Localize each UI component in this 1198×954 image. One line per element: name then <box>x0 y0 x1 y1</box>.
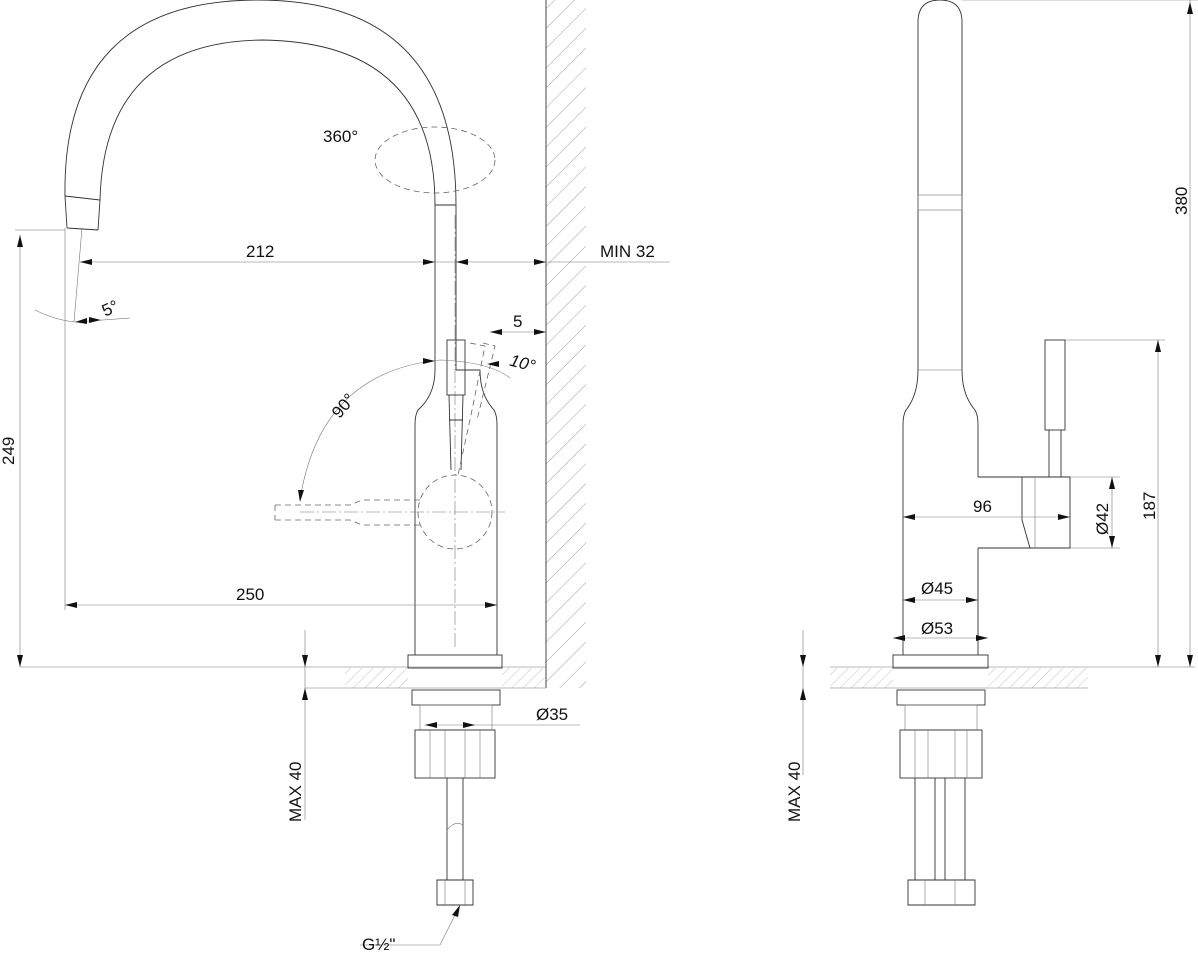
deck-thickness-label: MAX 40 <box>286 762 305 822</box>
overall-height-label: 380 <box>1172 187 1191 215</box>
faucet-body-side <box>892 0 1071 669</box>
installation-parts <box>411 689 501 906</box>
faucet-body <box>407 215 503 669</box>
countertop-side <box>830 666 1195 689</box>
spout-height-label: 249 <box>0 437 18 465</box>
lever-offset-label: 5 <box>513 312 522 331</box>
handle-diameter-label: Ø42 <box>1093 503 1112 535</box>
wall-distance-label: MIN 32 <box>600 242 655 261</box>
connection-label: G½" <box>362 935 395 954</box>
spout <box>64 0 457 370</box>
overall-reach-label: 250 <box>236 585 264 604</box>
front-view: 360° 212 MIN 32 5° 5 10° 90° 249 250 Ø35… <box>0 0 670 954</box>
installation-parts-side <box>896 689 986 906</box>
dimensions-front <box>15 227 670 946</box>
swivel-indicator <box>374 126 496 194</box>
lever <box>274 339 505 550</box>
deck-thickness-side-label: MAX 40 <box>785 762 804 822</box>
wall <box>545 0 586 688</box>
shank-diameter-label: Ø35 <box>536 705 568 724</box>
spout-angle-label: 5° <box>99 296 122 320</box>
handle-depth-label: 96 <box>973 497 992 516</box>
countertop <box>20 666 546 689</box>
lever-tilt-label: 10° <box>508 351 538 376</box>
body-diameter-label: Ø45 <box>921 579 953 598</box>
side-view: 380 96 Ø42 187 Ø45 Ø53 MAX 40 <box>785 0 1198 906</box>
spout-reach-label: 212 <box>246 242 274 261</box>
handle-height-label: 187 <box>1140 492 1159 520</box>
lever-rotation-label: 90° <box>328 390 359 422</box>
swivel-label: 360° <box>323 127 358 146</box>
dimensions-side <box>800 0 1198 775</box>
base-diameter-label: Ø53 <box>921 619 953 638</box>
